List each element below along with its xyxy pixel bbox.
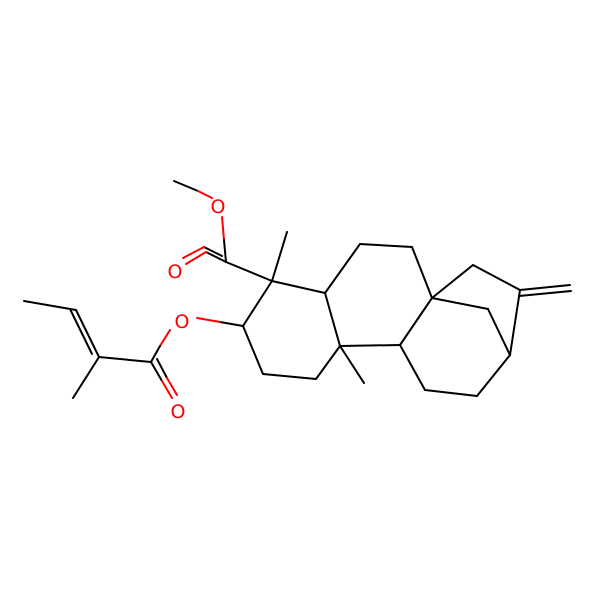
bond-acyl-co-2-red	[166, 377, 178, 396]
bond-c3-c4	[242, 280, 273, 327]
bond-o-carbonylc-red	[221, 216, 225, 241]
bond-c4-methyl	[271, 231, 288, 282]
bond-c16-c13	[509, 289, 521, 356]
oxygen-ester-carbonyl-label: O	[168, 261, 183, 283]
bond-c10-c1	[315, 345, 341, 380]
bond-exo-1	[519, 284, 571, 291]
bond-ester-co-1	[205, 251, 227, 263]
bond-c5-c6	[324, 243, 361, 294]
bond-alkene-methyl	[72, 356, 100, 399]
bond-c9-c10	[339, 344, 401, 347]
bond-acyl-alkene	[98, 356, 152, 363]
bond-acyl-co-2	[156, 358, 168, 379]
bond-acyl-co-1	[150, 361, 163, 382]
oxygen-ester-link-label: O	[175, 311, 190, 333]
bond-c2-c3	[242, 325, 264, 375]
bond-c12-c13	[476, 354, 511, 397]
bond-c15-c16	[472, 264, 521, 291]
bond-c6-c7	[359, 243, 413, 248]
oxygen-angelate-carbonyl-label: O	[171, 401, 186, 423]
bond-c10-methyl	[339, 345, 365, 384]
bond-methyl-o	[173, 180, 199, 192]
bond-c1-c2	[262, 373, 317, 380]
bond-ester-co-2	[203, 246, 223, 257]
bond-ester-c4	[225, 261, 273, 282]
bond-c11-c12	[424, 389, 478, 397]
bond-ethylidene-methyl	[23, 300, 77, 311]
bond-c14-c8	[431, 297, 489, 310]
bond-ester-co-1-red	[185, 251, 207, 265]
bond-ester-co-2-red	[182, 246, 205, 259]
bond-c4-c5	[271, 280, 326, 294]
bond-o-acylc	[150, 345, 161, 363]
bond-c13-c14	[487, 308, 511, 356]
bond-o-acylc-red	[159, 329, 171, 347]
bond-cc-2	[69, 308, 93, 355]
oxygen-methoxy-label: O	[211, 196, 226, 218]
bond-c3-o-red	[196, 317, 221, 323]
bond-c3-o	[219, 321, 244, 327]
bond-c8-c9	[399, 297, 433, 346]
bond-c5-c10	[324, 292, 341, 347]
bond-exo-2	[518, 290, 572, 297]
bond-acyl-co-1-red	[161, 380, 173, 399]
bond-cc-1	[75, 309, 100, 358]
bond-methyl-o-red	[197, 190, 213, 199]
bond-c8-c15	[431, 264, 474, 299]
bond-c9-c11	[399, 344, 426, 391]
bond-o-carbonylc	[223, 239, 227, 263]
bond-c7-c8	[411, 246, 433, 299]
